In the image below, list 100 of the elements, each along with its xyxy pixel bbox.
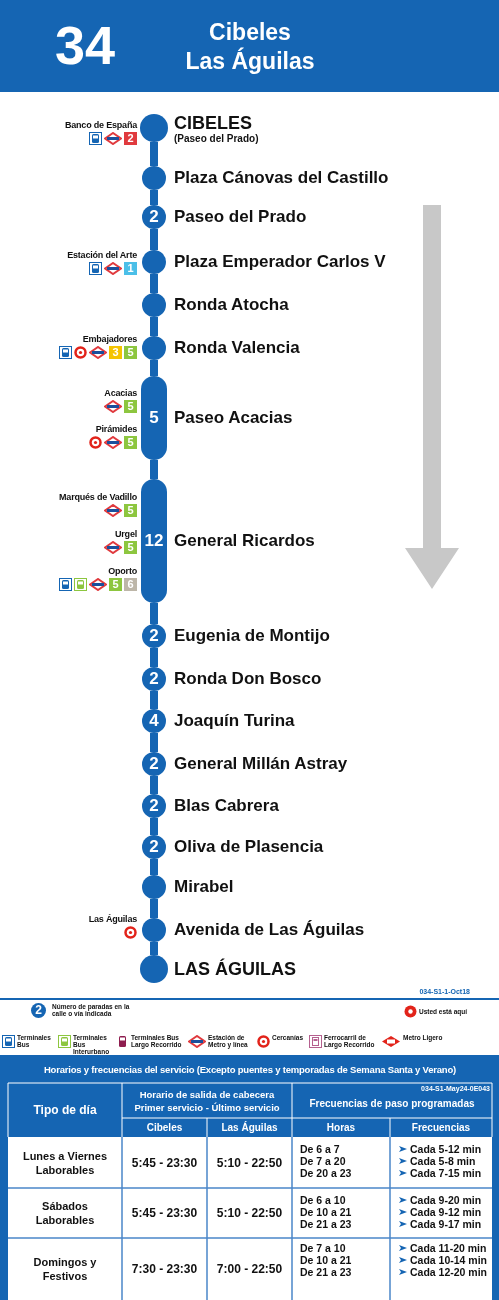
transfer-station-name: Marqués de Vadillo (59, 492, 137, 503)
column-header: Las Águilas (220, 1121, 279, 1134)
hour-range: De 6 a 10 (300, 1194, 347, 1206)
hour-range: De 10 a 21 (300, 1254, 353, 1266)
transfer-station-name: Urgel (114, 529, 137, 540)
day-type: Domingos y Festivos (32, 1255, 98, 1283)
line-badge: 5 (124, 541, 137, 554)
route-line (150, 274, 158, 293)
hour-range: De 7 a 20 (300, 1155, 347, 1167)
transfer-station-name: Acacias (104, 388, 137, 399)
table-title: Horarios y frecuencias del servicio (Excepto puentes y temporadas de Semana Santa y Verano) (42, 1063, 458, 1077)
route-terminal: Cibeles (208, 18, 292, 46)
time-range: 5:10 - 22:50 (215, 1154, 284, 1171)
route-line (150, 360, 158, 376)
frequency: Cada 11-20 min (410, 1242, 488, 1254)
stop-name: Oliva de Plasencia (174, 836, 324, 858)
stop-name: Blas Cabrera (174, 795, 279, 817)
stop-name: Ronda Valencia (174, 337, 300, 359)
stop-name: CIBELES (174, 112, 252, 134)
transfer-station-name: Pirámides (94, 424, 137, 435)
frequency: Cada 5-12 min (410, 1143, 483, 1155)
stop-name: Paseo Acacias (174, 407, 293, 429)
route-line (150, 899, 158, 918)
line-badge: 5 (124, 436, 137, 449)
stop-subtitle: (Paseo del Prado) (174, 133, 259, 145)
day-type: Sábados Laborables (34, 1199, 96, 1227)
route-number: 34 (53, 14, 117, 76)
transfer-station-name: Embajadores (81, 334, 137, 345)
line-badge: 5 (124, 400, 137, 413)
stop-name: Avenida de Las Águilas (174, 919, 365, 941)
stop-name: Plaza Emperador Carlos V (174, 251, 386, 273)
stop-count-badge: 2 (142, 752, 166, 776)
route-terminal: Las Águilas (184, 47, 316, 75)
hour-range: De 21 a 23 (300, 1218, 353, 1230)
route-line (150, 733, 158, 752)
transfer-station-name: Estación del Arte (67, 250, 137, 261)
frequency: Cada 9-17 min (410, 1218, 483, 1230)
column-header: Horario de salida de cabecera Primer servicio - Último servicio (133, 1088, 281, 1114)
stop-count-badge: 2 (142, 667, 166, 691)
time-range: 5:45 - 23:30 (130, 1154, 199, 1171)
stop-count-badge: 2 (142, 624, 166, 648)
stop-name: Mirabel (174, 876, 234, 898)
stop-count-badge: 2 (142, 794, 166, 818)
time-range: 7:00 - 22:50 (215, 1261, 284, 1277)
line-badge: 3 (109, 346, 122, 359)
stop-count-badge: 4 (142, 709, 166, 733)
stop-name: Eugenia de Montijo (174, 625, 330, 647)
stop-count-badge: 2 (142, 205, 166, 229)
stop-count-badge: 12 (141, 479, 167, 603)
time-range: 5:10 - 22:50 (215, 1205, 284, 1221)
line-badge: 5 (124, 504, 137, 517)
route-line (150, 317, 158, 336)
stop-name: Joaquín Turina (174, 710, 295, 732)
stop-name: Paseo del Prado (174, 206, 307, 228)
route-line (150, 142, 158, 166)
line-badge: 5 (109, 578, 122, 591)
stop-count-badge: 2 (142, 835, 166, 859)
transfer-station-name: Las Águilas (88, 914, 137, 925)
stop-name: Ronda Atocha (174, 294, 289, 316)
day-type: Lunes a Viernes Laborables (21, 1148, 109, 1177)
column-header: Tipo de día (32, 1102, 98, 1118)
column-header: Frecuencias de paso programadas (308, 1097, 476, 1111)
column-header: Frecuencias (410, 1121, 472, 1134)
stop-count-badge: 5 (141, 376, 167, 460)
column-header: Cibeles (145, 1121, 184, 1134)
route-line (150, 776, 158, 794)
transfer-station-name: Oporto (107, 566, 137, 577)
frequency: Cada 7-15 min (410, 1167, 483, 1179)
frequency: Cada 9-20 min (410, 1194, 483, 1206)
route-line (150, 603, 158, 624)
hour-range: De 10 a 21 (300, 1206, 353, 1218)
route-line (150, 859, 158, 875)
line-badge: 1 (124, 262, 137, 275)
hour-range: De 21 a 23 (300, 1266, 353, 1278)
hour-range: De 7 a 10 (300, 1242, 347, 1254)
hour-range: De 20 a 23 (300, 1167, 353, 1179)
frequency: Cada 10-14 min (410, 1254, 489, 1266)
route-line (150, 818, 158, 835)
time-range: 5:45 - 23:30 (130, 1205, 199, 1221)
route-line (150, 648, 158, 667)
route-line (150, 229, 158, 250)
route-line (150, 942, 158, 955)
stop-count-badge: 2 (31, 1003, 46, 1018)
time-range: 7:30 - 23:30 (130, 1261, 199, 1277)
stop-name: Plaza Cánovas del Castillo (174, 167, 389, 189)
column-header: Horas (325, 1121, 357, 1134)
line-badge: 2 (124, 132, 137, 145)
stop-name: General Millán Astray (174, 753, 348, 775)
transfer-station-name: Banco de España (64, 120, 137, 131)
route-line (150, 691, 158, 709)
frequency: Cada 9-12 min (410, 1206, 483, 1218)
route-line (150, 460, 158, 479)
stop-name: LAS ÁGUILAS (174, 958, 296, 980)
route-line (150, 190, 158, 205)
frequency: Cada 12-20 min (410, 1266, 489, 1278)
hour-range: De 6 a 7 (300, 1143, 341, 1155)
line-badge: 5 (124, 346, 137, 359)
line-badge: 6 (124, 578, 137, 591)
frequency: Cada 5-8 min (410, 1155, 477, 1167)
stop-name: Ronda Don Bosco (174, 668, 322, 690)
